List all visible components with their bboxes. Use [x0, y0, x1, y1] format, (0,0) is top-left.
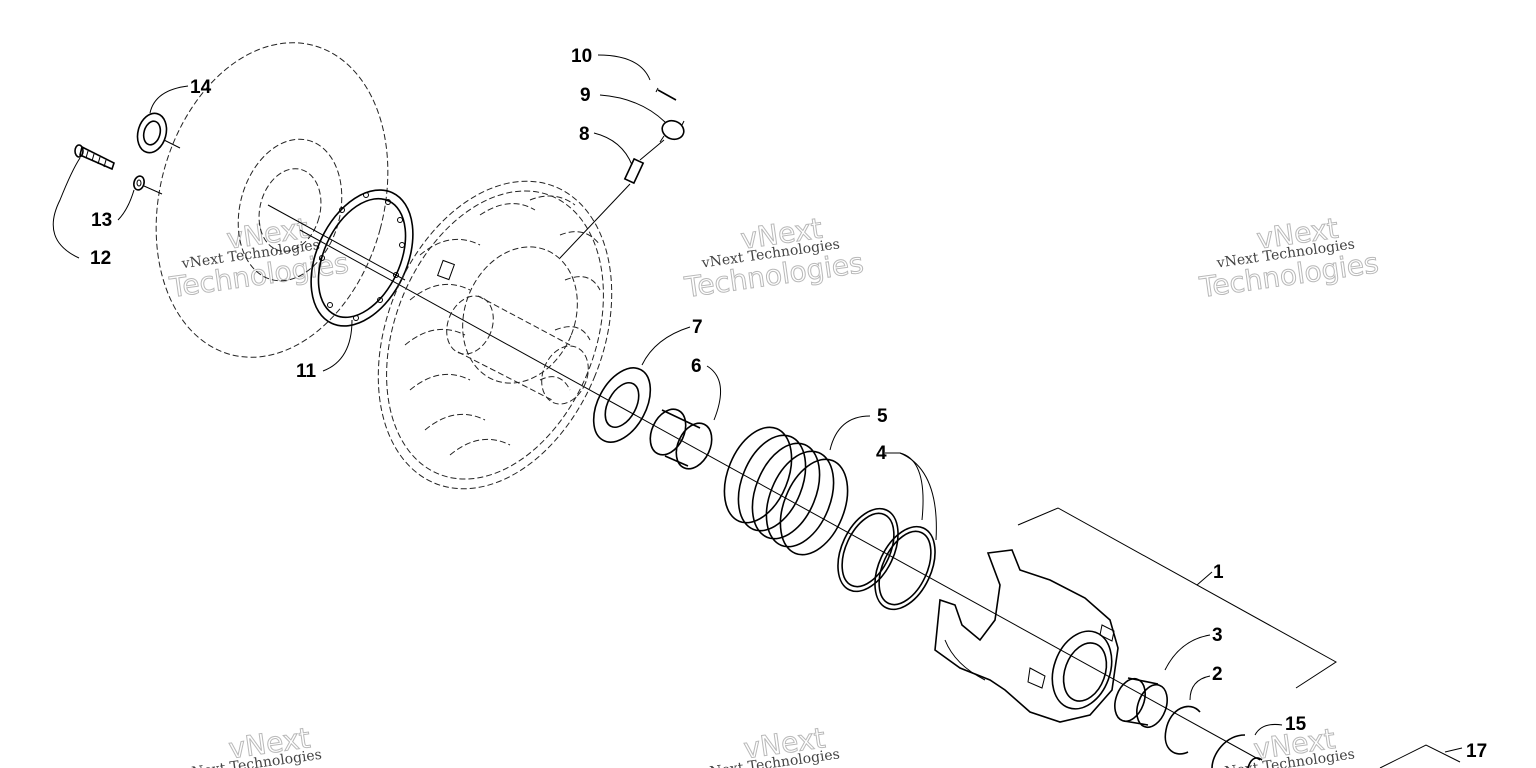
callout-17: 17 [1466, 741, 1487, 762]
part-2-snap-ring [1164, 705, 1201, 755]
callout-10: 10 [571, 46, 592, 67]
callout-4: 4 [876, 443, 887, 464]
part-12-bolt [74, 144, 115, 171]
part-1-housing [934, 549, 1119, 723]
rear-sheave-outline [155, 42, 389, 358]
callout-3: 3 [1212, 625, 1223, 646]
callout-7: 7 [692, 317, 703, 338]
part-10-pin [655, 87, 677, 101]
part-14-washer [136, 112, 181, 154]
watermark-4: vNext vNext Technologies [182, 721, 323, 768]
part-4-ring-b [874, 525, 936, 611]
callout-6: 6 [691, 356, 702, 377]
callout-leaders [52, 54, 1463, 768]
part-7-washer [592, 367, 652, 443]
callout-15: 15 [1285, 714, 1307, 735]
part-8-sleeve [559, 139, 665, 259]
watermark-2: Technologies vNext vNext Technologies [681, 211, 866, 304]
sheave-hub [436, 259, 589, 405]
part-9-cap [659, 119, 685, 143]
front-sheave-outline [377, 180, 613, 490]
callout-5: 5 [877, 406, 888, 427]
callout-12: 12 [90, 248, 111, 269]
callout-13: 13 [91, 210, 112, 231]
part-4-ring-a [837, 507, 899, 593]
callout-1: 1 [1213, 562, 1224, 583]
callout-14: 14 [190, 77, 212, 98]
assembly-axis [299, 229, 1261, 761]
part-5-spring [723, 426, 849, 556]
callout-9: 9 [580, 85, 591, 106]
part-11-gasket [267, 189, 414, 327]
watermark-6: vNext vNext Technologies [1215, 722, 1356, 768]
callout-2: 2 [1212, 664, 1223, 685]
watermark-3: Technologies vNext vNext Technologies [1196, 211, 1381, 305]
watermark-5: vNext vNext Technologies [700, 721, 841, 768]
part-15-ring [1211, 734, 1263, 768]
callout-11: 11 [296, 361, 317, 382]
callout-8: 8 [579, 124, 590, 145]
part-3-bushing [1114, 677, 1168, 729]
part-13-washer [133, 175, 163, 195]
part-6-bushing [649, 408, 713, 470]
callout-numbers: 1 2 3 4 5 6 7 8 9 10 11 12 13 14 15 17 [90, 46, 1487, 762]
